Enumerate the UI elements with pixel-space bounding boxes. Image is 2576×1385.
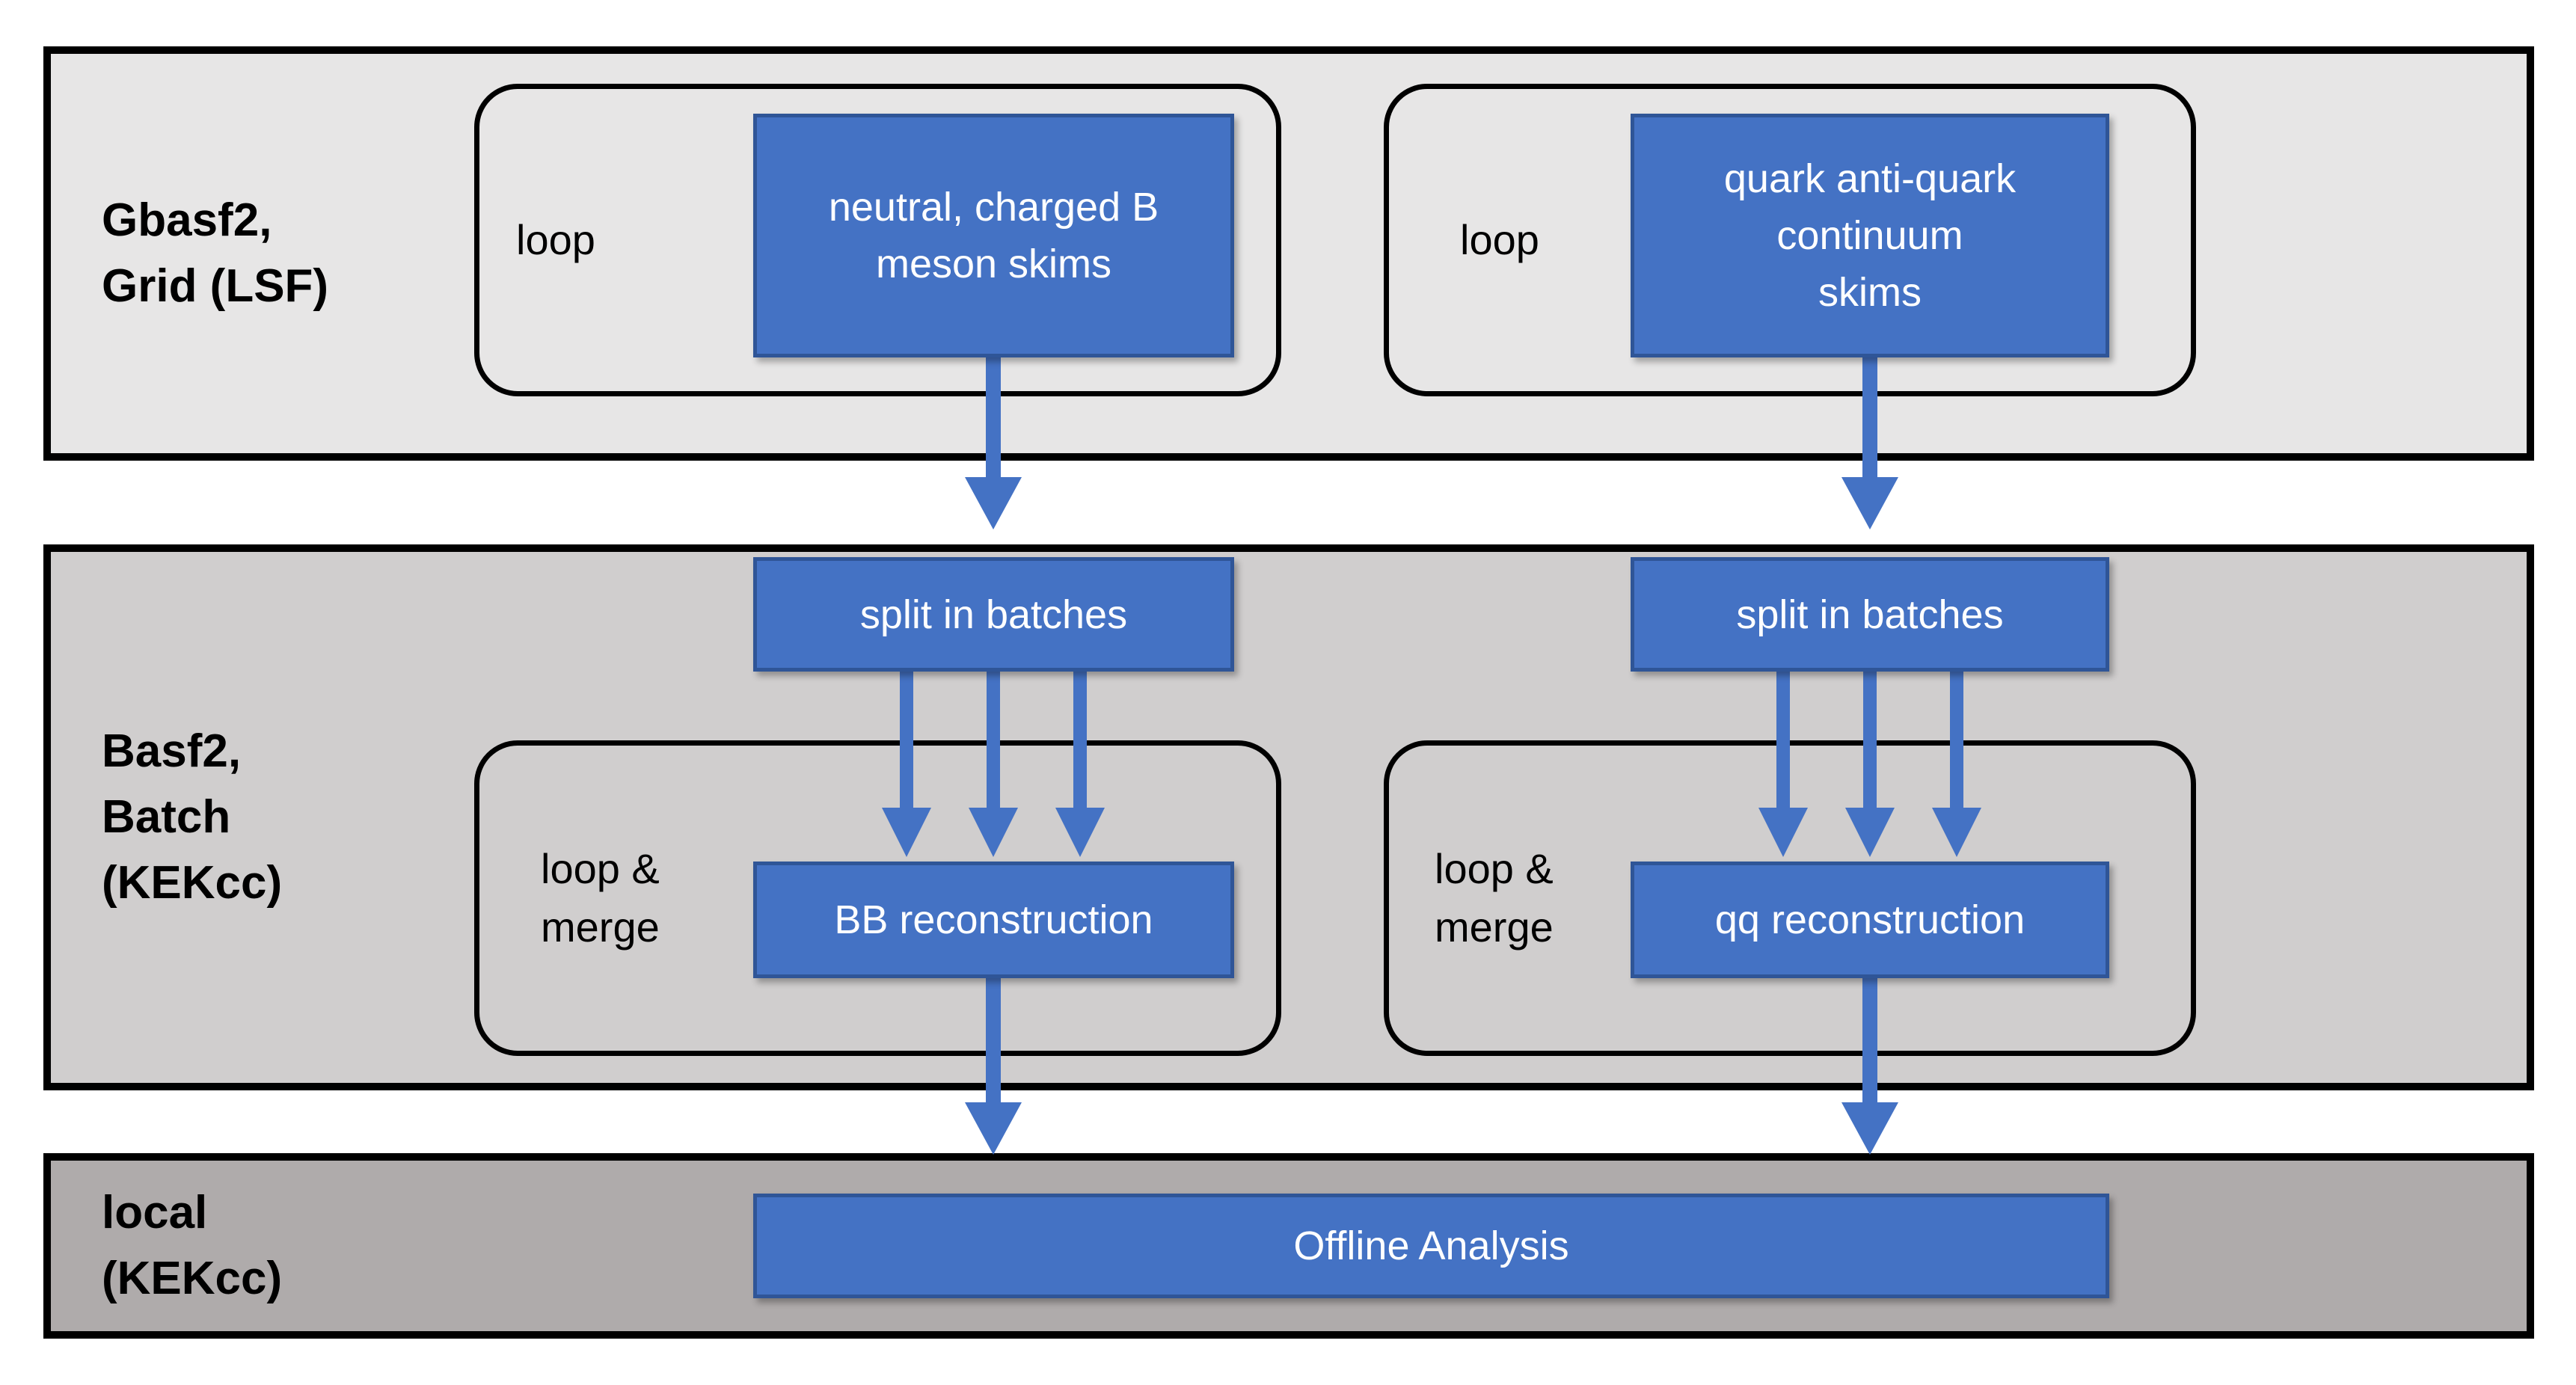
flow-arrow-batch-left-3 bbox=[1055, 672, 1105, 857]
band-label-local: local (KEKcc) bbox=[102, 1187, 283, 1304]
flow-arrow-recon-to-offline-left bbox=[965, 978, 1022, 1155]
box-continuum-skims: quark anti-quark continuum skims bbox=[1631, 114, 2109, 357]
box-qq-reconstruction: qq reconstruction bbox=[1631, 862, 2109, 978]
flow-arrow-batch-right-1 bbox=[1758, 672, 1808, 857]
box-b-meson-skims: neutral, charged B meson skims bbox=[753, 114, 1234, 357]
loop-label-left: loop bbox=[516, 216, 595, 263]
box-split-in-batches-right: split in batches bbox=[1631, 557, 2109, 672]
loop-merge-group-qq-outline bbox=[1384, 740, 2196, 1056]
band-label-gbasf2-grid: Gbasf2, Grid (LSF) bbox=[102, 194, 329, 312]
box-offline-analysis: Offline Analysis bbox=[753, 1194, 2109, 1298]
flow-arrow-batch-left-2 bbox=[969, 672, 1018, 857]
flow-arrow-batch-right-3 bbox=[1932, 672, 1981, 857]
loop-group-b-skims-outline bbox=[474, 84, 1281, 396]
band-label-basf2-batch: Basf2, Batch (KEKcc) bbox=[102, 725, 283, 909]
flow-arrow-recon-to-offline-right bbox=[1841, 978, 1898, 1155]
flow-arrow-batch-right-2 bbox=[1845, 672, 1895, 857]
band-basf2-batch bbox=[43, 544, 2534, 1090]
loop-merge-group-bb-outline bbox=[474, 740, 1281, 1056]
loop-group-continuum-skims-outline bbox=[1384, 84, 2196, 396]
band-gbasf2-grid bbox=[43, 46, 2534, 461]
box-bb-reconstruction: BB reconstruction bbox=[753, 862, 1234, 978]
box-split-in-batches-left: split in batches bbox=[753, 557, 1234, 672]
flow-arrow-skims-to-split-right bbox=[1841, 357, 1898, 529]
flow-arrow-batch-left-1 bbox=[882, 672, 931, 857]
flow-arrow-skims-to-split-left bbox=[965, 357, 1022, 529]
loop-label-right: loop bbox=[1460, 216, 1539, 263]
loop-merge-label-left: loop & merge bbox=[541, 845, 660, 951]
loop-merge-label-right: loop & merge bbox=[1435, 845, 1554, 951]
